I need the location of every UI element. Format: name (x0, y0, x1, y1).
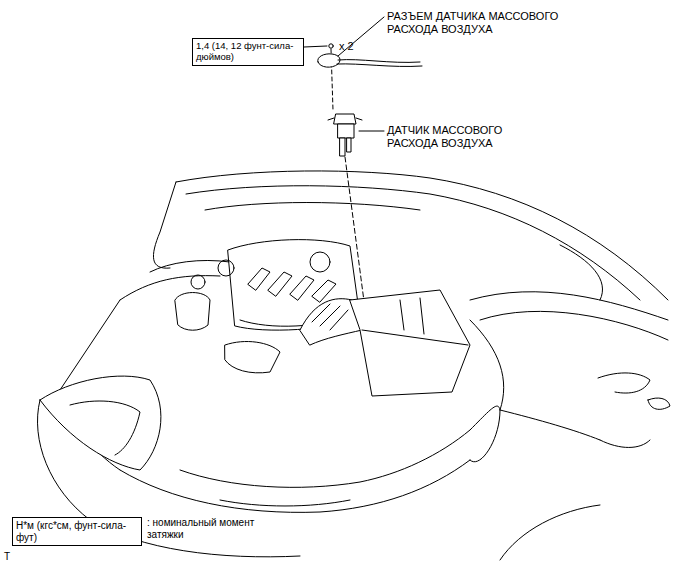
torque-box: 1,4 (14, 12 фунт-сила-дюймов) (192, 38, 304, 66)
part-name: РАЗЪЕМ ДАТЧИКА МАССОВОГО РАСХОДА ВОЗДУХА (387, 10, 602, 35)
torque-text: Н*м (кгс*см, фунт-сила-фут) (16, 520, 138, 543)
legend-torque-box: Н*м (кгс*см, фунт-сила-фут) (12, 517, 142, 546)
figure-code: T (4, 551, 18, 563)
quantity-label: x 2 (339, 40, 369, 53)
torque-text: 1,4 (14, 12 фунт-сила-дюймов) (196, 41, 300, 63)
part-name: ДАТЧИК МАССОВОГО РАСХОДА ВОЗДУХА (387, 124, 547, 149)
legend-description: : номинальный момент затяжки (147, 517, 267, 540)
